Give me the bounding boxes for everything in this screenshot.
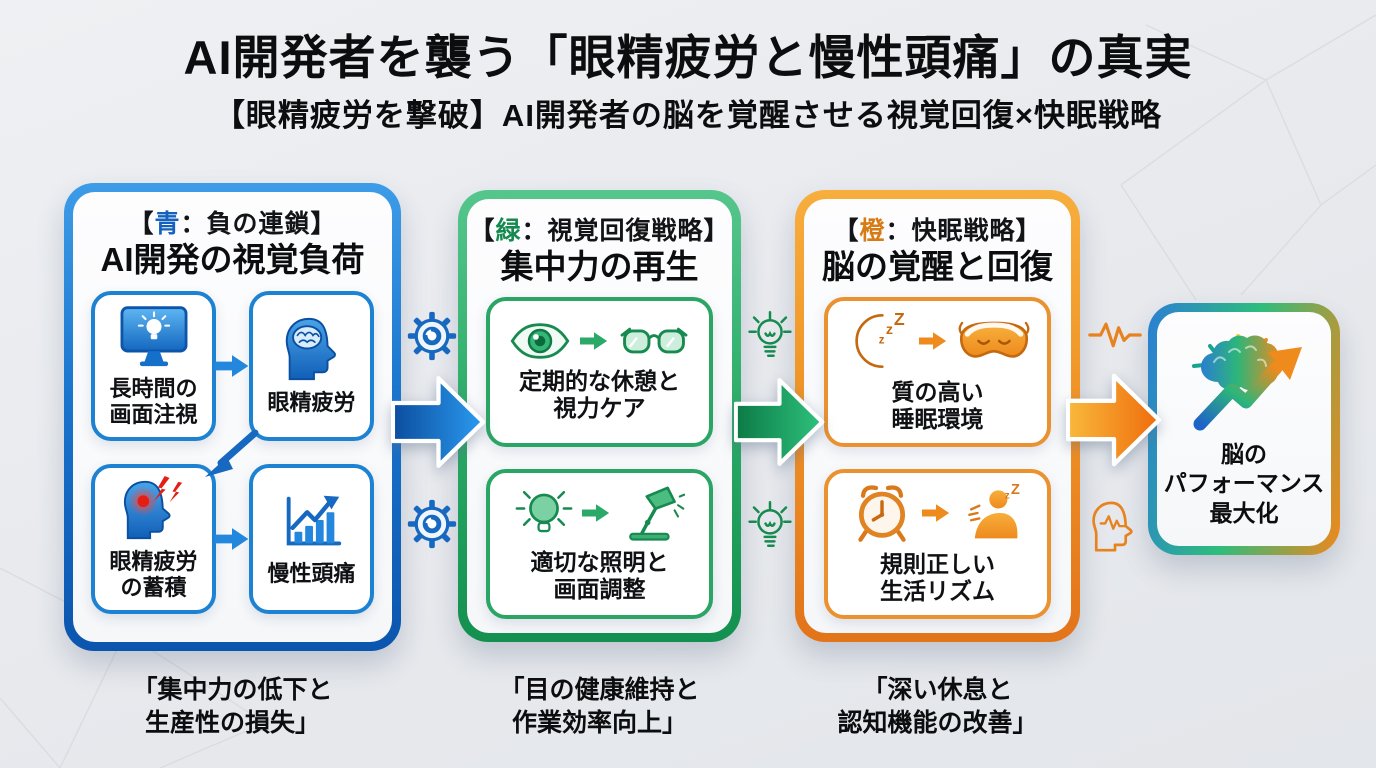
panel-sleep-strategy-body: 【橙：快眠戦略】 脳の覚醒と回復 z z Z — [804, 199, 1071, 633]
page-subtitle: 【眼精疲労を撃破】AI開発者の脳を覚醒させる視覚回復×快眠戦略 — [213, 98, 1163, 134]
card-label: 眼精疲労 — [267, 390, 356, 416]
icon-row: z Z — [851, 482, 1025, 544]
tag-color-word: 緑 — [495, 217, 522, 245]
sleep-mask-icon — [958, 321, 1029, 358]
brain-growth-icon — [1192, 333, 1302, 431]
panel-title-green: 集中力の再生 — [500, 248, 699, 285]
desk-lamp-icon — [628, 486, 685, 541]
card-label: 眼精疲労 の蓄積 — [109, 549, 198, 601]
arrow-right-icon — [579, 332, 607, 350]
tag-text: ：負の連鎖】 — [180, 210, 337, 238]
arrow-right-icon — [214, 354, 249, 377]
card-label: 定期的な休憩と 視力ケア — [519, 368, 680, 422]
arrow-down-left-icon — [205, 429, 259, 477]
lightbulb-icon — [515, 490, 572, 533]
caption-sleep-strategy: 「深い休息と 認知機能の改善」 — [837, 676, 1038, 737]
orange-card-stack: z z Z — [804, 296, 1071, 619]
gear-icon — [407, 311, 457, 361]
sleeping-person-icon: z Z — [967, 484, 1020, 539]
crescent-moon-icon: z z Z — [854, 310, 904, 369]
card-label: 慢性頭痛 — [267, 561, 356, 587]
panel-tag-orange: 【橙：快眠戦略】 — [804, 199, 1071, 247]
pulse-icon — [1088, 322, 1142, 348]
glasses-icon — [620, 327, 687, 354]
green-flow-arrow — [734, 378, 825, 466]
z-glyph: Z — [1011, 484, 1020, 498]
card-label: 長時間の 画面注視 — [109, 376, 198, 428]
tag-bracket: 【 — [128, 210, 155, 238]
result-label: 脳の パフォーマンス 最大化 — [1163, 440, 1325, 526]
blue-card-grid: 長時間の 画面注視 眼精疲労 — [73, 290, 392, 614]
head-pain-icon — [123, 476, 182, 540]
panel-result: 脳の パフォーマンス 最大化 — [1148, 303, 1340, 555]
alarm-clock-icon — [857, 485, 906, 542]
panel-tag-blue: 【青：負の連鎖】 — [73, 192, 392, 240]
head-brain-icon — [285, 318, 336, 381]
z-glyph: z — [885, 322, 892, 338]
page-title: AI開発者を襲う「眼精疲労と慢性頭痛」の真実 — [183, 31, 1193, 84]
card-label: 適切な照明と 画面調整 — [530, 549, 669, 603]
card-screen-gazing: 長時間の 画面注視 — [91, 290, 216, 441]
header: AI開発者を襲う「眼精疲労と慢性頭痛」の真実 【眼精疲労を撃破】AI開発者の脳を… — [0, 30, 1376, 135]
gear-icon — [407, 499, 457, 549]
card-sleep-environment: z z Z — [824, 296, 1051, 447]
panel-sleep-strategy: 【橙：快眠戦略】 脳の覚醒と回復 z z Z — [795, 190, 1080, 642]
z-glyph: Z — [893, 310, 904, 329]
panel-tag-green: 【緑：視覚回復戦略】 — [467, 199, 732, 247]
arrow-right-icon — [214, 527, 249, 550]
tag-bracket: 【 — [833, 217, 860, 245]
card-label: 質の高い 睡眠環境 — [891, 379, 984, 433]
card-lighting-adjustment: 適切な照明と 画面調整 — [486, 468, 713, 619]
head-pulse-icon — [1092, 501, 1133, 552]
caption-negative-chain: 「集中力の低下と 生産性の損失」 — [132, 676, 333, 737]
icon-row — [509, 321, 691, 361]
tag-text: ：視覚回復戦略】 — [521, 217, 730, 245]
card-chronic-headache: 慢性頭痛 — [249, 463, 374, 614]
icon-row: z z Z — [844, 310, 1032, 372]
z-glyph: z — [1004, 491, 1009, 502]
blue-flow-arrow — [391, 376, 486, 468]
tag-color-word: 橙 — [859, 217, 886, 245]
monitor-lightbulb-icon — [120, 306, 187, 367]
rising-chart-icon — [286, 495, 341, 546]
arrow-right-icon — [918, 332, 946, 350]
bulb-outline-icon — [748, 500, 792, 548]
orange-flow-arrow — [1066, 373, 1162, 467]
arrow-right-icon — [581, 504, 609, 522]
eye-icon — [510, 323, 569, 359]
card-eye-strain: 眼精疲労 — [249, 290, 374, 441]
card-breaks-eyecare: 定期的な休憩と 視力ケア — [486, 296, 713, 447]
panel-title-orange: 脳の覚醒と回復 — [822, 248, 1053, 285]
card-strain-accumulation: 眼精疲労 の蓄積 — [91, 463, 216, 614]
caption-visual-recovery: 「目の健康維持と 作業効率向上」 — [499, 676, 700, 737]
green-card-stack: 定期的な休憩と 視力ケア — [467, 296, 732, 619]
panel-visual-recovery-body: 【緑：視覚回復戦略】 集中力の再生 — [467, 199, 732, 633]
arrow-right-icon — [921, 504, 949, 522]
panel-result-body: 脳の パフォーマンス 最大化 — [1157, 312, 1331, 546]
tag-color-word: 青 — [154, 210, 181, 238]
bulb-outline-icon — [748, 310, 792, 358]
panel-visual-recovery: 【緑：視覚回復戦略】 集中力の再生 — [458, 190, 741, 642]
panel-title-blue: AI開発の視覚負荷 — [100, 241, 365, 278]
tag-bracket: 【 — [469, 217, 496, 245]
card-label: 規則正しい 生活リズム — [880, 551, 995, 605]
icon-row — [515, 484, 685, 542]
z-glyph: z — [878, 335, 884, 347]
panel-negative-chain: 【青：負の連鎖】 AI開発の視覚負荷 — [64, 183, 401, 651]
panel-negative-chain-body: 【青：負の連鎖】 AI開発の視覚負荷 — [73, 192, 392, 642]
tag-text: ：快眠戦略】 — [885, 217, 1042, 245]
card-regular-rhythm: z Z 規則正しい 生活リズム — [824, 468, 1051, 619]
